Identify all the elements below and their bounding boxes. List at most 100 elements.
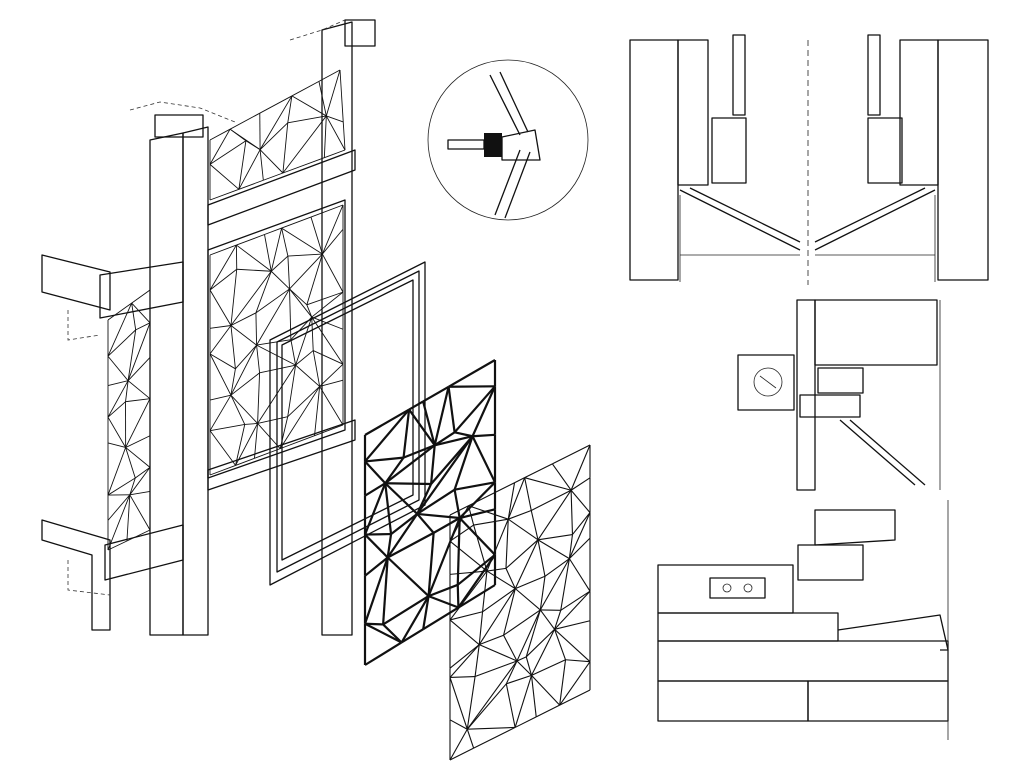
mesh-strut xyxy=(209,244,237,291)
mesh-strut xyxy=(287,256,290,289)
mesh-strut xyxy=(244,423,258,425)
mesh-strut xyxy=(321,253,344,293)
mesh-strut xyxy=(400,628,424,644)
mesh-strut xyxy=(474,644,480,677)
mesh-strut xyxy=(467,726,516,730)
mesh-strut xyxy=(209,268,238,291)
mesh-strut xyxy=(507,477,526,520)
mesh-strut xyxy=(322,228,344,255)
mesh-strut xyxy=(565,659,591,663)
mesh-strut xyxy=(306,253,323,305)
mesh-strut xyxy=(453,435,474,490)
mesh-strut xyxy=(313,350,344,365)
mesh-strut xyxy=(386,513,419,559)
mesh-strut xyxy=(457,553,496,586)
mesh-strut xyxy=(209,188,240,201)
mesh-strut xyxy=(364,456,404,463)
mesh-strut xyxy=(209,244,237,256)
mesh-strut xyxy=(306,304,313,318)
installed-window-opening xyxy=(207,199,346,479)
mesh-strut xyxy=(382,557,389,625)
mesh-strut xyxy=(505,683,516,728)
mesh-strut xyxy=(449,644,480,678)
mesh-strut xyxy=(449,570,488,621)
mesh-strut xyxy=(514,716,537,728)
detail-circle xyxy=(427,59,589,221)
mesh-strut xyxy=(131,303,137,330)
mesh-strut xyxy=(287,386,320,418)
mesh-strut xyxy=(256,344,296,366)
mesh-strut xyxy=(449,677,468,730)
mesh-strut xyxy=(126,529,151,542)
mesh-strut xyxy=(554,629,567,660)
mesh-strut xyxy=(400,595,430,644)
mesh-strut xyxy=(417,512,460,520)
mesh-strut xyxy=(129,491,151,496)
mesh-strut xyxy=(363,482,387,535)
mesh-strut xyxy=(467,505,475,526)
mesh-strut xyxy=(514,477,525,484)
exploded-window-frame xyxy=(269,261,426,586)
mesh-strut xyxy=(524,477,572,491)
mesh-strut xyxy=(319,363,344,387)
mesh-strut xyxy=(319,379,344,387)
mesh-strut xyxy=(459,508,496,520)
mesh-strut xyxy=(481,571,488,612)
mesh-strut xyxy=(449,505,469,516)
mesh-strut xyxy=(468,505,509,520)
mesh-strut xyxy=(554,628,591,663)
mesh-strut xyxy=(255,271,272,313)
mesh-strut xyxy=(384,483,393,535)
mesh-strut xyxy=(506,674,532,685)
mesh-strut xyxy=(416,435,474,515)
mesh-strut xyxy=(537,539,546,577)
mesh-strut xyxy=(209,394,232,431)
mesh-strut xyxy=(209,353,232,396)
mesh-strut xyxy=(230,270,272,326)
mesh-strut xyxy=(236,234,265,246)
mesh-strut xyxy=(255,312,258,346)
mesh-strut xyxy=(209,423,245,432)
mesh-strut xyxy=(319,386,344,426)
mesh-strut xyxy=(516,656,527,662)
mesh-strut xyxy=(238,179,264,190)
mesh-strut xyxy=(560,558,570,611)
mesh-strut xyxy=(270,255,289,272)
mesh-strut xyxy=(287,95,293,123)
mesh-strut xyxy=(505,519,509,569)
mesh-strut xyxy=(384,482,419,515)
mesh-strut xyxy=(254,423,259,459)
mesh-strut xyxy=(364,460,387,484)
mesh-strut xyxy=(127,380,151,400)
mesh-strut xyxy=(325,115,346,151)
mesh-strut xyxy=(256,288,290,346)
mesh-strut xyxy=(482,588,516,613)
mesh-strut xyxy=(364,622,403,644)
mesh-strut xyxy=(433,386,450,446)
mesh-strut xyxy=(449,728,468,761)
mesh-strut xyxy=(230,394,258,424)
mesh-strut xyxy=(107,442,126,448)
mesh-strut xyxy=(318,69,341,82)
mesh-strut xyxy=(525,609,541,657)
mesh-strut xyxy=(466,729,475,749)
mesh-strut xyxy=(552,444,591,465)
lower-beam xyxy=(207,419,356,491)
mesh-strut xyxy=(107,302,132,321)
mesh-strut xyxy=(125,380,129,402)
mesh-strut xyxy=(259,149,264,181)
mesh-strut xyxy=(385,482,432,486)
mesh-strut xyxy=(127,322,151,381)
mesh-strut xyxy=(448,359,496,388)
mesh-strut xyxy=(270,270,290,290)
mesh-strut xyxy=(402,409,411,458)
mesh-strut xyxy=(570,444,591,491)
mesh-strut xyxy=(255,288,290,314)
rear-column-cap xyxy=(344,19,376,47)
mesh-strut xyxy=(554,590,591,630)
isometric-facade-assembly xyxy=(41,19,376,636)
mesh-strut xyxy=(422,595,430,630)
mesh-strut xyxy=(505,539,539,569)
mesh-strut xyxy=(235,423,258,466)
